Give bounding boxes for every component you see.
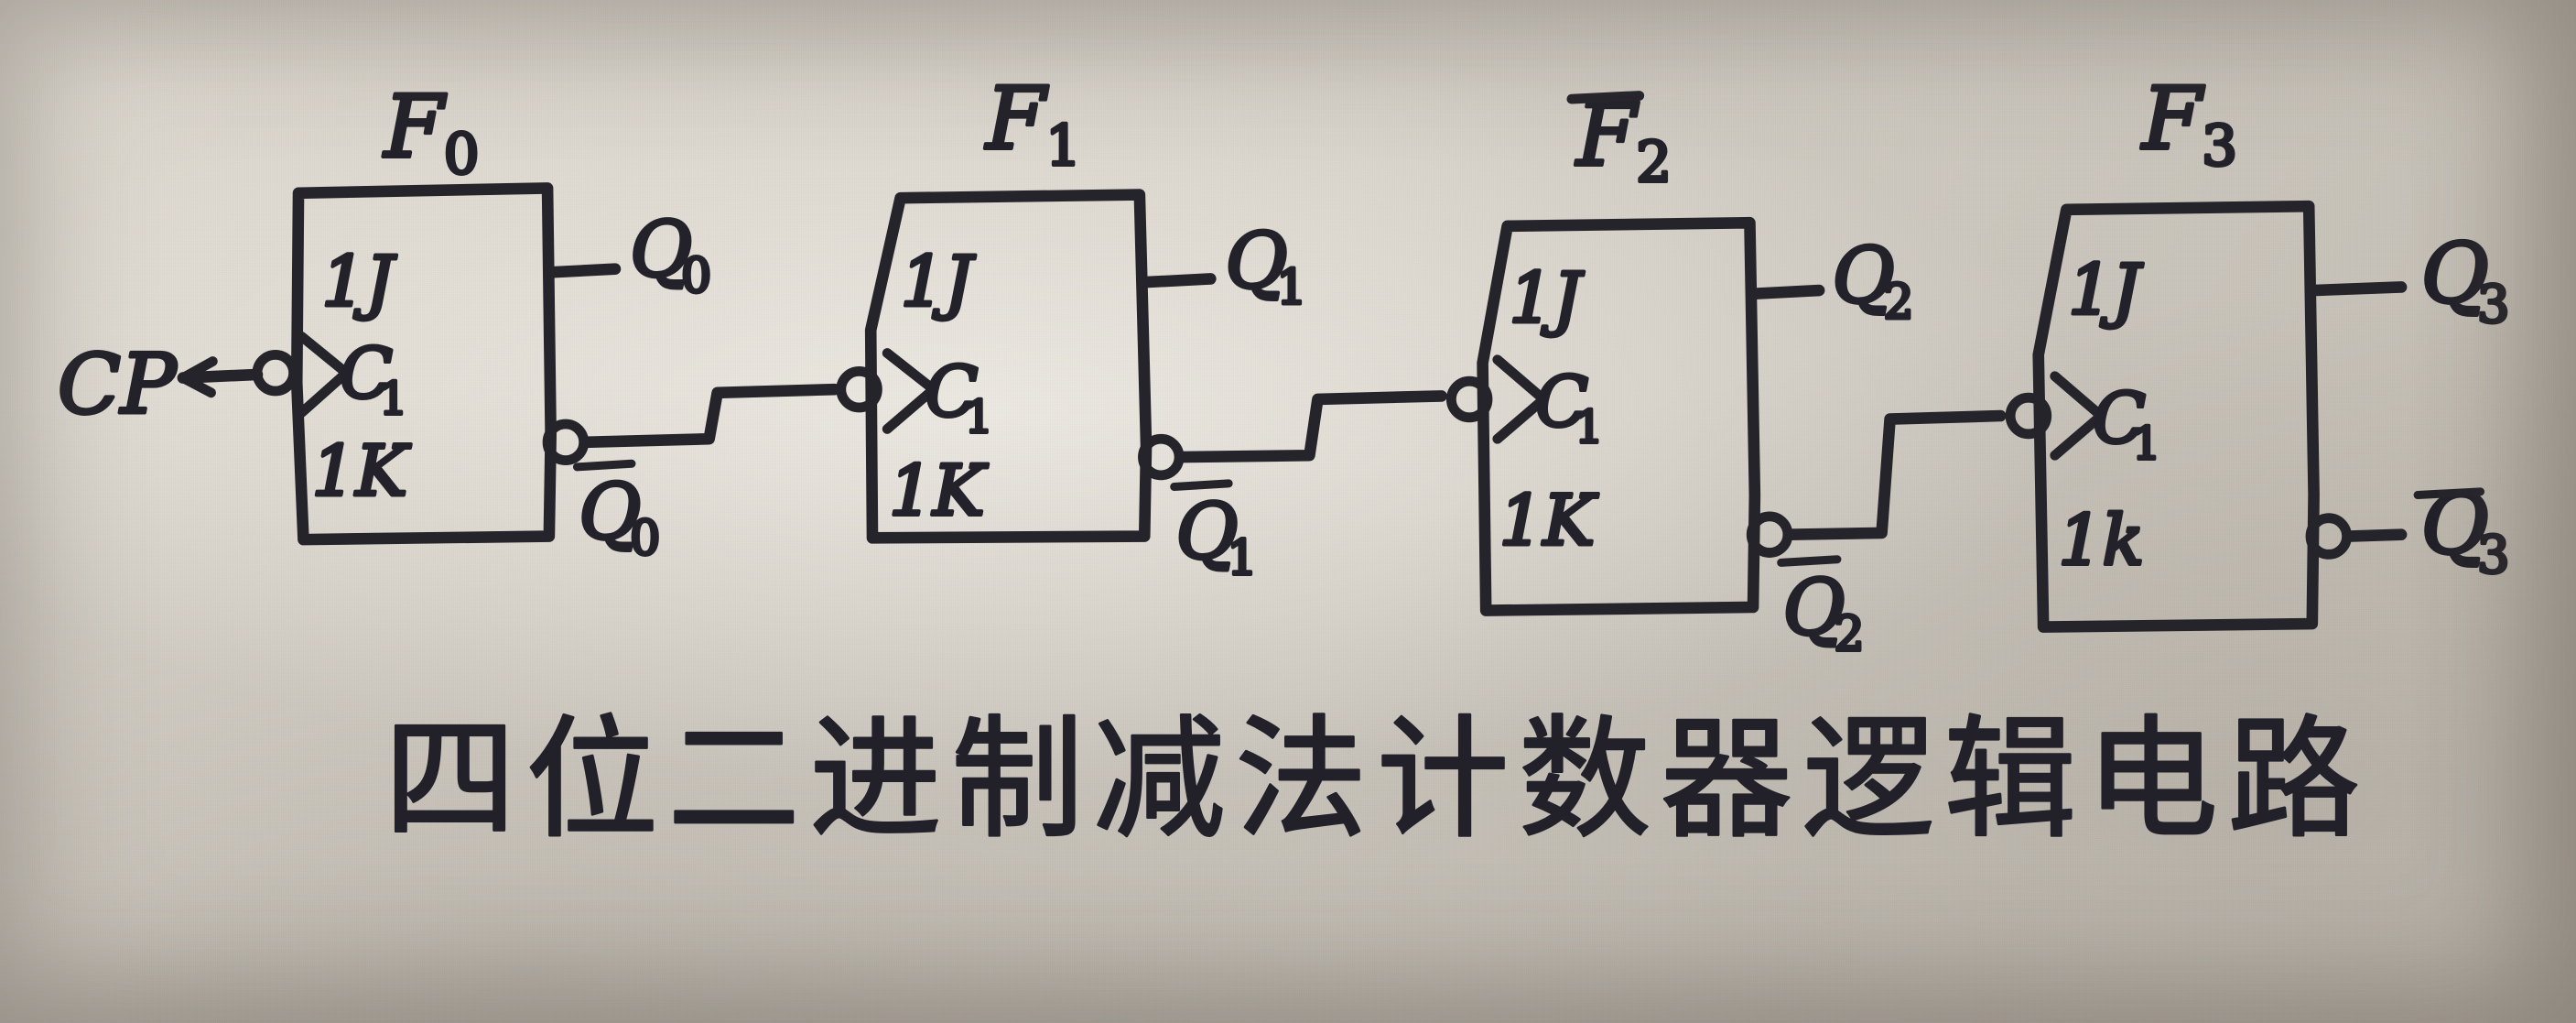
j-input-label-f0: 1J <box>321 241 396 321</box>
qbar-overbar-f3 <box>2413 487 2485 499</box>
clock-sub-f1: 1 <box>965 392 993 443</box>
clock-triangle-f2 <box>1492 354 1549 444</box>
cp-label: CP <box>58 336 178 432</box>
q-output-label-f3: Q <box>2421 226 2489 322</box>
clock-bubble-f3 <box>2005 392 2052 440</box>
stage-title-overbar-f2 <box>1566 91 1645 104</box>
clock-triangle-f3 <box>2050 371 2106 461</box>
stage-title-sub-f1: 1 <box>1045 114 1081 179</box>
clock-label-f2: C <box>1535 362 1588 442</box>
ff-body-f1 <box>864 189 1153 544</box>
clock-label-f3: C <box>2093 378 2146 459</box>
q-output-sub-f1: 1 <box>1276 260 1306 315</box>
figure-caption: 四位二进制减法计数器逻辑电路 <box>384 702 2370 856</box>
cp-input-wire <box>177 368 264 384</box>
clock-triangle-f1 <box>882 348 939 434</box>
qbar-output-label-f1: Q <box>1175 487 1238 576</box>
clock-bubble-f2 <box>1445 375 1493 423</box>
q-output-sub-f2: 2 <box>1883 276 1913 331</box>
interconnect-f0-to-f1 <box>579 383 840 449</box>
j-input-label-f2: 1J <box>1509 257 1584 338</box>
stage-f3: F 3 1J C 1 1k Q 3 Q 3 <box>2005 68 2511 633</box>
stage-title-sub-f3: 3 <box>2202 114 2237 179</box>
qbar-overbar-f2 <box>1777 555 1842 567</box>
stage-f1: F 1 1J C 1 1K Q 1 Q 1 <box>836 68 1447 588</box>
interconnect-f2-to-f3 <box>1783 409 2007 541</box>
k-input-label-f3: 1k <box>2058 500 2144 581</box>
j-input-label-f3: 1J <box>2068 249 2143 330</box>
q-output-label-f0: Q <box>630 205 692 294</box>
stage-f0: F 0 1J C 1 1K CP Q 0 <box>56 76 840 568</box>
k-input-label-f2: 1K <box>1499 481 1599 561</box>
q-output-label-f1: Q <box>1226 216 1288 305</box>
ff-body-f0 <box>290 182 557 546</box>
stage-title-f1: F <box>984 70 1048 169</box>
qbar-output-wire-f3 <box>2343 528 2408 542</box>
q-output-sub-f0: 0 <box>681 249 711 304</box>
qbar-output-sub-f1: 1 <box>1227 531 1257 586</box>
qbar-output-label-f2: Q <box>1782 563 1845 652</box>
clock-sub-f2: 1 <box>1575 402 1603 453</box>
q-output-label-f2: Q <box>1833 232 1895 321</box>
qbar-overbar-f0 <box>573 459 636 472</box>
q-output-wire-f2 <box>1748 284 1825 299</box>
q-output-wire-f0 <box>545 263 622 278</box>
q-output-wire-f3 <box>2308 281 2408 297</box>
ff-body-f3 <box>2032 200 2320 633</box>
qbar-output-label-f0: Q <box>579 467 641 556</box>
interconnect-f1-to-f2 <box>1174 390 1447 463</box>
clock-bubble-f1 <box>836 365 882 413</box>
stage-title-f3: F <box>2140 70 2204 169</box>
q-output-sub-f3: 3 <box>2477 275 2510 334</box>
stage-f2: F 2 1J C 1 1K Q 2 Q 2 <box>1445 84 2007 664</box>
q-output-wire-f1 <box>1140 273 1217 288</box>
k-input-label-f1: 1K <box>889 451 989 531</box>
cp-arrow-head <box>178 356 218 398</box>
qbar-output-sub-f2: 2 <box>1834 607 1864 662</box>
clock-sub-f0: 1 <box>379 374 407 425</box>
ff-body-f2 <box>1477 216 1761 616</box>
qbar-output-sub-f3: 3 <box>2477 526 2510 585</box>
clock-sub-f3: 1 <box>2132 419 2160 470</box>
qbar-overbar-f1 <box>1170 479 1233 491</box>
clock-label-f0: C <box>340 333 393 414</box>
k-input-label-f0: 1K <box>311 430 411 511</box>
stage-title-f0: F <box>383 78 447 178</box>
clock-triangle-f0 <box>297 332 352 418</box>
clock-label-f1: C <box>925 352 979 432</box>
qbar-output-sub-f0: 0 <box>630 511 660 566</box>
stage-title-sub-f0: 0 <box>444 122 480 187</box>
j-input-label-f1: 1J <box>901 241 976 321</box>
stage-title-sub-f2: 2 <box>1636 130 1672 195</box>
